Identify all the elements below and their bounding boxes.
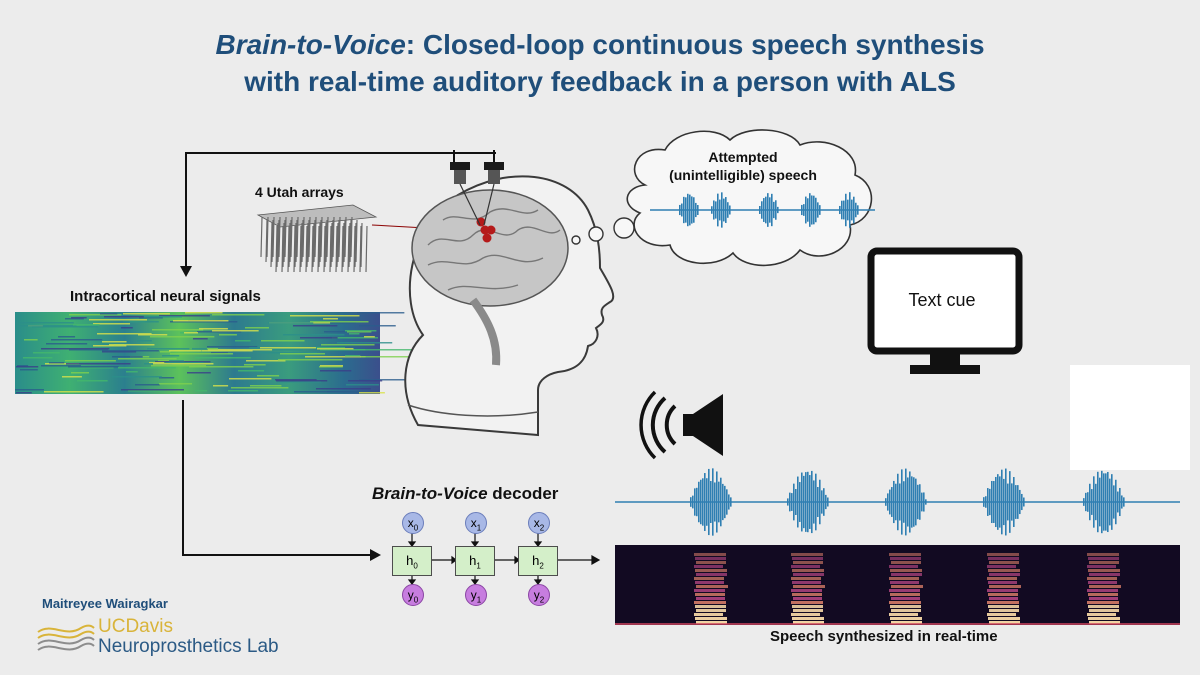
rnn-input-2: x2 [528, 512, 550, 534]
rnn-output-1: y1 [465, 584, 487, 606]
feedback-arrow-head [180, 266, 192, 277]
synth-label: Speech synthesized in real-time [770, 628, 998, 645]
rnn-output-0: y0 [402, 584, 424, 606]
decoder-rest: decoder [487, 484, 559, 503]
decoder-label: Brain-to-Voice decoder [372, 484, 558, 504]
rnn-input-0: x0 [402, 512, 424, 534]
author-name: Maitreyee Wairagkar [42, 596, 168, 611]
lab-name-line2: Neuroprosthetics Lab [98, 636, 279, 657]
blank-panel [1070, 365, 1190, 470]
title-line1: : Closed-loop continuous speech synthesi… [405, 29, 985, 60]
thought-cloud [626, 129, 873, 267]
signal-wire-right [182, 554, 372, 556]
title-italic: Brain-to-Voice [215, 29, 406, 60]
utah-array-icon [256, 204, 378, 273]
attempted-speech-waveform [650, 192, 875, 228]
rnn-output-2: y2 [528, 584, 550, 606]
utah-arrays-label: 4 Utah arrays [255, 184, 344, 200]
synth-waveform [615, 468, 1180, 536]
decoder-arrow-head [370, 549, 381, 561]
ucdavis-logo-icon [37, 624, 95, 651]
monitor-icon [867, 247, 1023, 374]
text-cue-label: Text cue [908, 290, 976, 310]
rnn-hidden-2: h2 [518, 546, 558, 576]
spectrogram [615, 545, 1180, 625]
pedestal-connectors [450, 150, 504, 226]
lab-name-line1: UCDavis [98, 616, 173, 637]
rnn-input-1: x1 [465, 512, 487, 534]
feedback-wire-top [185, 152, 496, 154]
speaker-icon [639, 390, 723, 460]
neural-heatmap [15, 312, 417, 394]
slide-title: Brain-to-Voice: Closed-loop continuous s… [150, 26, 1050, 100]
rnn-hidden-1: h1 [455, 546, 495, 576]
neural-signals-label: Intracortical neural signals [70, 288, 261, 305]
title-line2: with real-time auditory feedback in a pe… [244, 66, 956, 97]
thought-label: Attempted (unintelligible) speech [669, 149, 817, 183]
feedback-wire-left [185, 152, 187, 267]
signal-wire-down [182, 400, 184, 555]
rnn-hidden-0: h0 [392, 546, 432, 576]
thought-bubbles [571, 217, 635, 245]
decoder-italic: Brain-to-Voice [372, 484, 488, 503]
head-illustration [404, 175, 615, 437]
